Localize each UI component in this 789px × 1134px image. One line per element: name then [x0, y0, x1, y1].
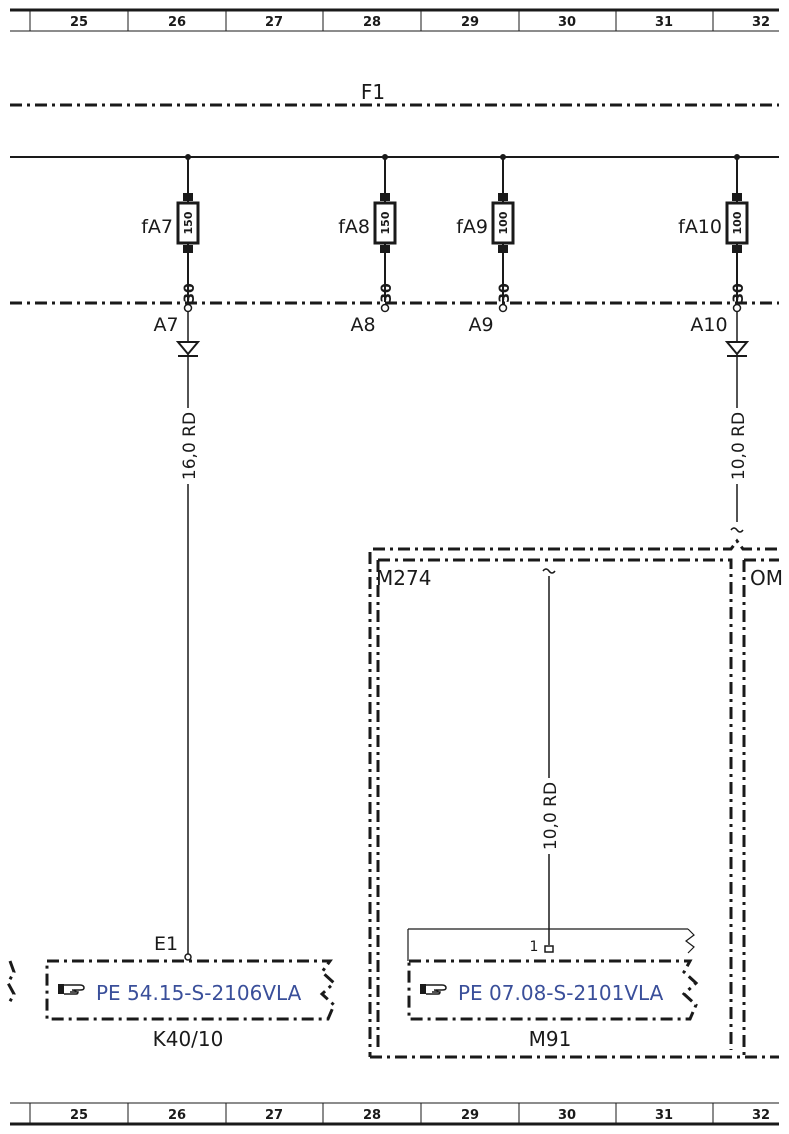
bottom-ruler: 25 26 27 28 29 30 31 32 — [10, 1102, 779, 1126]
ref-link-m91[interactable]: PE 07.08-S-2101VLA — [420, 981, 664, 1005]
output-label: A7 — [153, 314, 178, 336]
fuse-fa10[interactable]: 100 fA10 30 A10 — [678, 154, 749, 336]
wire-break-icon — [730, 527, 744, 533]
module-label-om: OM — [750, 566, 783, 590]
fuse-rating: 100 — [731, 211, 744, 234]
wire-label: 10,0 RD — [729, 412, 749, 480]
wire-label: 16,0 RD — [180, 412, 200, 480]
module-label: M274 — [376, 566, 431, 590]
fuse-rating: 150 — [379, 211, 392, 234]
ruler-col-27: 27 — [265, 1108, 283, 1123]
wire-a10-m274[interactable]: 10,0 RD — [724, 312, 750, 533]
terminal-label: 30 — [731, 283, 747, 303]
wire-m91[interactable]: 10,0 RD — [537, 568, 561, 945]
ruler-col-28: 28 — [363, 1108, 381, 1123]
output-label: A9 — [468, 314, 493, 336]
fuse-fa9[interactable]: 100 fA9 30 A9 — [456, 154, 515, 336]
output-label: A10 — [690, 314, 727, 336]
ruler-col-31: 31 — [655, 15, 673, 30]
ref-link-k40[interactable]: PE 54.15-S-2106VLA — [58, 981, 302, 1005]
ruler-col-25: 25 — [70, 1108, 88, 1123]
wire-break-icon — [542, 568, 556, 574]
top-ruler: 25 26 27 28 29 30 31 32 — [10, 8, 779, 32]
ruler-col-30: 30 — [558, 1108, 576, 1123]
wire-label: 10,0 RD — [541, 782, 561, 850]
output-label: A8 — [350, 314, 375, 336]
ruler-col-31: 31 — [655, 1108, 673, 1123]
ruler-col-26: 26 — [168, 1108, 186, 1123]
ref-link-text[interactable]: PE 54.15-S-2106VLA — [96, 981, 302, 1005]
ref-link-text[interactable]: PE 07.08-S-2101VLA — [458, 981, 664, 1005]
fuse-label: fA10 — [678, 216, 722, 238]
wire-a7-k40[interactable]: 16,0 RD — [175, 312, 201, 954]
ruler-col-27: 27 — [265, 15, 283, 30]
bus-label: F1 — [361, 80, 385, 104]
ruler-col-28: 28 — [363, 15, 381, 30]
module-m274: M274 OM — [368, 538, 783, 1059]
ruler-col-30: 30 — [558, 15, 576, 30]
fuse-label: fA7 — [141, 216, 173, 238]
ruler-col-32: 32 — [752, 1108, 770, 1123]
terminal-label: 30 — [497, 283, 513, 303]
fuse-rating: 150 — [182, 211, 195, 234]
ruler-col-32: 32 — [752, 15, 770, 30]
fuse-fa7[interactable]: 150 fA7 30 A7 — [141, 154, 200, 336]
ruler-col-26: 26 — [168, 15, 186, 30]
fuse-box-f1: F1 — [10, 80, 779, 305]
component-k40-10: E1 PE 54.15-S-2106VLA K40/10 — [6, 933, 337, 1051]
ruler-col-29: 29 — [461, 1108, 479, 1123]
fuse-label: fA9 — [456, 216, 488, 238]
terminal-label: 30 — [379, 283, 395, 303]
pin-label: 1 — [530, 939, 539, 955]
fuse-label: fA8 — [338, 216, 370, 238]
pointing-hand-icon — [58, 984, 85, 995]
ruler-col-25: 25 — [70, 15, 88, 30]
pointing-hand-icon — [420, 984, 447, 995]
terminal-label: 30 — [182, 283, 198, 303]
component-label: K40/10 — [153, 1027, 224, 1051]
pin-label: E1 — [154, 933, 178, 955]
fuse-rating: 100 — [497, 211, 510, 234]
ruler-col-29: 29 — [461, 15, 479, 30]
component-label: M91 — [529, 1027, 572, 1051]
fuse-fa8[interactable]: 150 fA8 30 A8 — [338, 154, 397, 336]
component-m91: 1 PE 07.08-S-2101VLA M91 — [407, 928, 699, 1051]
